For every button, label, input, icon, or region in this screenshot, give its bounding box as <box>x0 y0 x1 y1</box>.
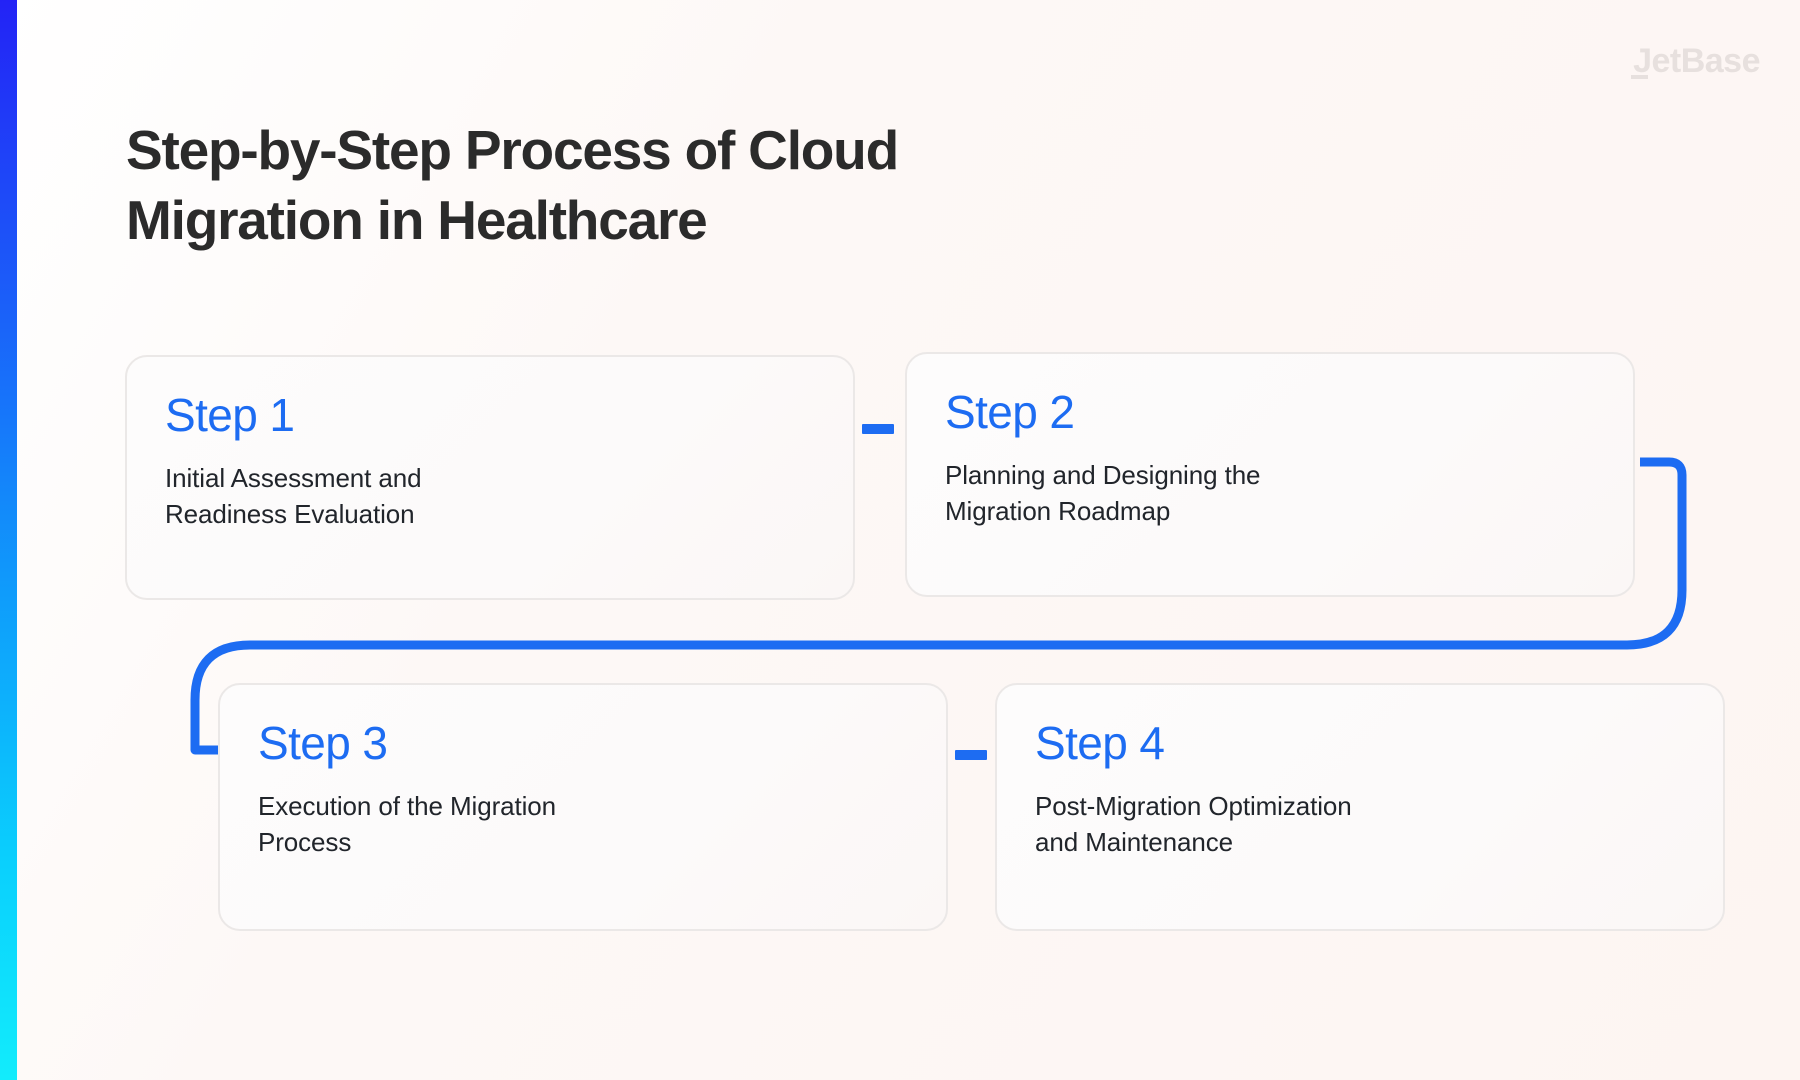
step-card-2-description: Planning and Designing the Migration Roa… <box>945 460 1261 527</box>
left-gradient-accent-bar <box>0 0 17 1080</box>
step-card-2[interactable]: Step 2 Planning and Designing the Migrat… <box>905 352 1635 597</box>
jetbase-logo: JetBase <box>1633 42 1760 81</box>
logo-letter-j: J <box>1633 42 1652 80</box>
step-card-1[interactable]: Step 1 Initial Assessment and Readiness … <box>125 355 855 600</box>
step-card-4-description: Post-Migration Optimization and Maintena… <box>1035 791 1352 858</box>
step-card-4-label: Step 4 <box>1035 717 1165 769</box>
step-card-2-label: Step 2 <box>945 386 1075 438</box>
connector-dash-step1-step2 <box>862 424 894 434</box>
step-card-3-description: Execution of the Migration Process <box>258 791 557 858</box>
step-card-3[interactable]: Step 3 Execution of the Migration Proces… <box>218 683 948 931</box>
logo-text-rest: etBase <box>1651 42 1760 80</box>
step-card-1-label: Step 1 <box>165 389 295 441</box>
connector-dash-step3-step4 <box>955 750 987 760</box>
step-card-4[interactable]: Step 4 Post-Migration Optimization and M… <box>995 683 1725 931</box>
page-title: Step-by-Step Process of Cloud Migration … <box>126 118 899 252</box>
step-card-1-description: Initial Assessment and Readiness Evaluat… <box>165 463 422 530</box>
step-card-3-label: Step 3 <box>258 717 388 769</box>
